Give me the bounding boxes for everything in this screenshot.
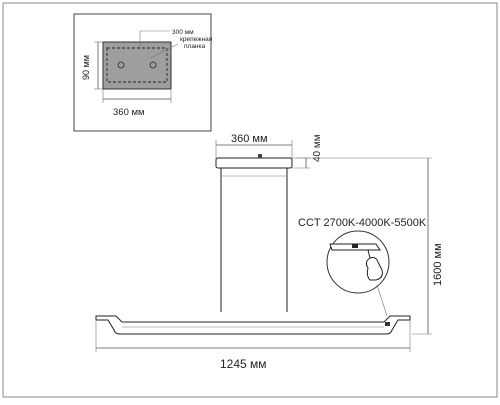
canopy-inset: 300 мм крепежная планка 90 мм 360 мм [73,13,213,132]
detail-leader [376,284,388,317]
page-border [2,2,498,398]
inset-label-bracket-1: крепежная [180,36,213,43]
leader-bracket [149,43,179,59]
inset-label-90: 90 мм [81,55,91,80]
mounting-hole-right [149,61,157,69]
inset-label-360: 360 мм [113,107,145,118]
canopy-cap [258,154,262,158]
mounting-bar-outline [106,47,168,83]
detail-button [352,244,358,248]
label-canopy-width: 360 мм [231,133,268,145]
inset-label-bracket-2: планка [184,43,206,50]
inset-frame [73,13,212,132]
label-cct: CCT 2700K-4000K-5500K [298,217,427,229]
label-total-height: 1600 мм [432,243,444,286]
finger-icon [367,249,371,259]
label-canopy-height: 40 мм [312,134,323,162]
detail-circle [326,230,390,294]
sensor-button [385,322,390,326]
lamp-body [95,315,411,335]
hand-icon [365,257,383,281]
inset-label-300: 300 мм [172,29,194,36]
canopy [215,157,293,169]
label-total-width: 1245 мм [220,357,267,371]
canopy-plate [102,41,172,90]
lamp-elevation: 360 мм 40 мм 1600 мм 1245 мм CCT 2700K-4… [95,133,444,371]
mounting-hole-left [117,61,125,69]
